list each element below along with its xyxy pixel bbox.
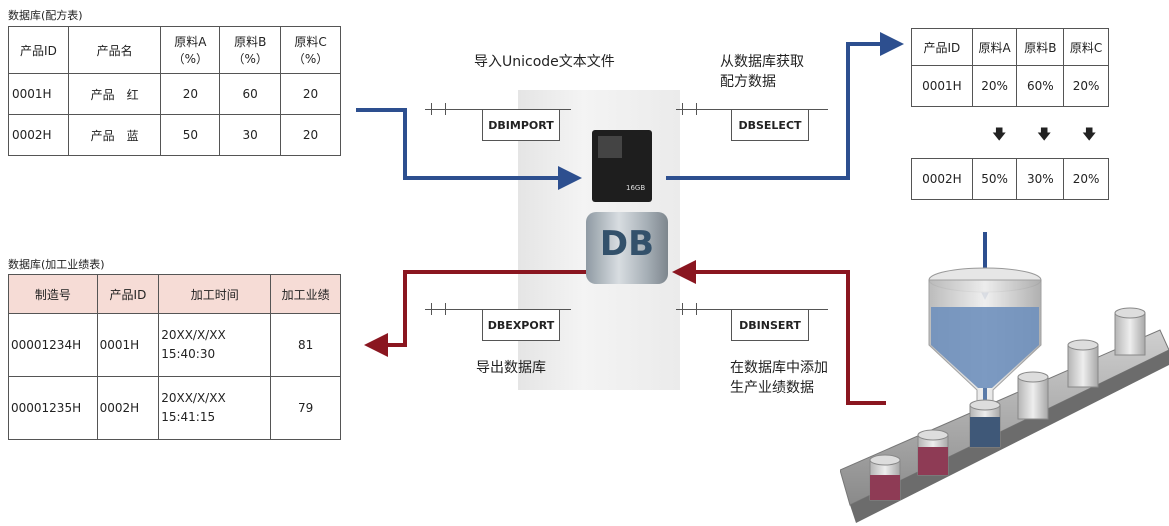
updated-recipe-table: 0002H 50% 30% 20% xyxy=(911,158,1109,200)
ladder-contact xyxy=(445,303,446,315)
production-header-cell: 加工时间 xyxy=(158,274,272,314)
container-empty xyxy=(1114,307,1146,356)
result-header-row: 产品ID 原料A 原料B 原料C xyxy=(911,28,1109,66)
dbinsert-instruction: DBINSERT xyxy=(731,309,809,341)
container-empty xyxy=(1017,371,1049,420)
ladder-contact xyxy=(696,303,697,315)
ladder-contact xyxy=(682,103,683,115)
table-cell: 20XX/X/XX 15:41:15 xyxy=(158,376,272,440)
ladder-contact xyxy=(445,103,446,115)
production-db-caption: 数据库(加工业绩表) xyxy=(8,258,105,271)
down-arrow-icon: 🡇 xyxy=(992,127,1007,143)
table-cell: 30 xyxy=(219,114,282,156)
export-arrow xyxy=(364,270,586,357)
import-arrow xyxy=(356,108,582,190)
table-cell: 20% xyxy=(971,65,1018,107)
table-cell: 0001H xyxy=(911,65,973,107)
insert-arrow xyxy=(672,260,886,405)
table-cell: 00001234H xyxy=(8,313,98,377)
table-row: 00001235H 0002H 20XX/X/XX 15:41:15 79 xyxy=(8,376,341,440)
result-header-cell: 原料C xyxy=(1063,28,1109,66)
container-filling-blue xyxy=(969,399,1001,448)
selected-recipe-table: 产品ID 原料A 原料B 原料C 0001H 20% 60% 20% xyxy=(911,28,1109,107)
table-cell: 0002H xyxy=(8,114,69,156)
recipe-db-caption: 数据库(配方表) xyxy=(8,9,83,22)
recipe-header-cell: 原料A （%） xyxy=(160,26,221,74)
container-filled-red xyxy=(869,454,901,501)
export-label: 导出数据库 xyxy=(476,360,546,376)
sd-card-capacity: 16GB xyxy=(626,184,646,192)
table-cell: 60% xyxy=(1016,65,1065,107)
dbexport-instruction: DBEXPORT xyxy=(482,309,560,341)
down-arrow-icon: 🡇 xyxy=(1082,127,1097,143)
dbimport-instruction: DBIMPORT xyxy=(482,109,560,141)
insert-label: 在数据库中添加 生产业绩数据 xyxy=(730,360,828,396)
table-cell: 0002H xyxy=(911,158,973,200)
table-cell: 81 xyxy=(270,313,341,377)
database-cylinder xyxy=(586,212,668,284)
container-empty xyxy=(1067,339,1099,388)
table-row: 0001H 产品 红 20 60 20 xyxy=(8,73,341,115)
table-cell: 30% xyxy=(1016,158,1065,200)
table-cell: 产品 蓝 xyxy=(67,114,162,156)
table-cell: 20% xyxy=(1063,158,1109,200)
table-row: 0002H 50% 30% 20% xyxy=(911,158,1109,200)
import-label: 导入Unicode文本文件 xyxy=(474,54,615,70)
table-cell: 0001H xyxy=(8,73,69,115)
recipe-header-row: 产品ID 产品名 原料A （%） 原料B （%） 原料C （%） xyxy=(8,26,341,74)
recipe-header-cell: 产品名 xyxy=(67,26,162,74)
ladder-contact xyxy=(696,103,697,115)
recipe-header-cell: 原料B （%） xyxy=(219,26,282,74)
table-cell: 20 xyxy=(160,73,221,115)
table-row: 0002H 产品 蓝 50 30 20 xyxy=(8,114,341,156)
select-arrow xyxy=(666,32,904,180)
table-cell: 0002H xyxy=(96,376,160,440)
production-header-cell: 加工业绩 xyxy=(270,274,341,314)
table-cell: 产品 红 xyxy=(67,73,162,115)
ladder-contact xyxy=(431,103,432,115)
recipe-header-cell: 产品ID xyxy=(8,26,69,74)
table-cell: 20% xyxy=(1063,65,1109,107)
table-cell: 20XX/X/XX 15:40:30 xyxy=(158,313,272,377)
table-cell: 79 xyxy=(270,376,341,440)
container-filled-red xyxy=(917,429,949,476)
table-cell: 20 xyxy=(280,114,341,156)
production-table: 制造号 产品ID 加工时间 加工业绩 00001234H 0001H 20XX/… xyxy=(8,274,341,440)
result-header-cell: 原料B xyxy=(1016,28,1065,66)
production-line-illustration xyxy=(840,267,1169,523)
database-label: DB xyxy=(599,224,655,264)
production-header-row: 制造号 产品ID 加工时间 加工业绩 xyxy=(8,274,341,314)
ladder-contact xyxy=(431,303,432,315)
result-header-cell: 原料A xyxy=(971,28,1018,66)
table-cell: 20 xyxy=(280,73,341,115)
result-header-cell: 产品ID xyxy=(911,28,973,66)
ladder-contact xyxy=(682,303,683,315)
table-cell: 50 xyxy=(160,114,221,156)
select-label: 从数据库获取 配方数据 xyxy=(720,54,804,90)
table-row: 00001234H 0001H 20XX/X/XX 15:40:30 81 xyxy=(8,313,341,377)
table-cell: 50% xyxy=(971,158,1018,200)
production-header-cell: 产品ID xyxy=(96,274,160,314)
table-cell: 0001H xyxy=(96,313,160,377)
dbselect-instruction: DBSELECT xyxy=(731,109,809,141)
sd-card-label xyxy=(598,136,622,158)
table-row: 0001H 20% 60% 20% xyxy=(911,65,1109,107)
production-header-cell: 制造号 xyxy=(8,274,98,314)
recipe-table: 产品ID 产品名 原料A （%） 原料B （%） 原料C （%） 0001H 产… xyxy=(8,26,341,156)
down-arrow-icon: 🡇 xyxy=(1037,127,1052,143)
table-cell: 00001235H xyxy=(8,376,98,440)
